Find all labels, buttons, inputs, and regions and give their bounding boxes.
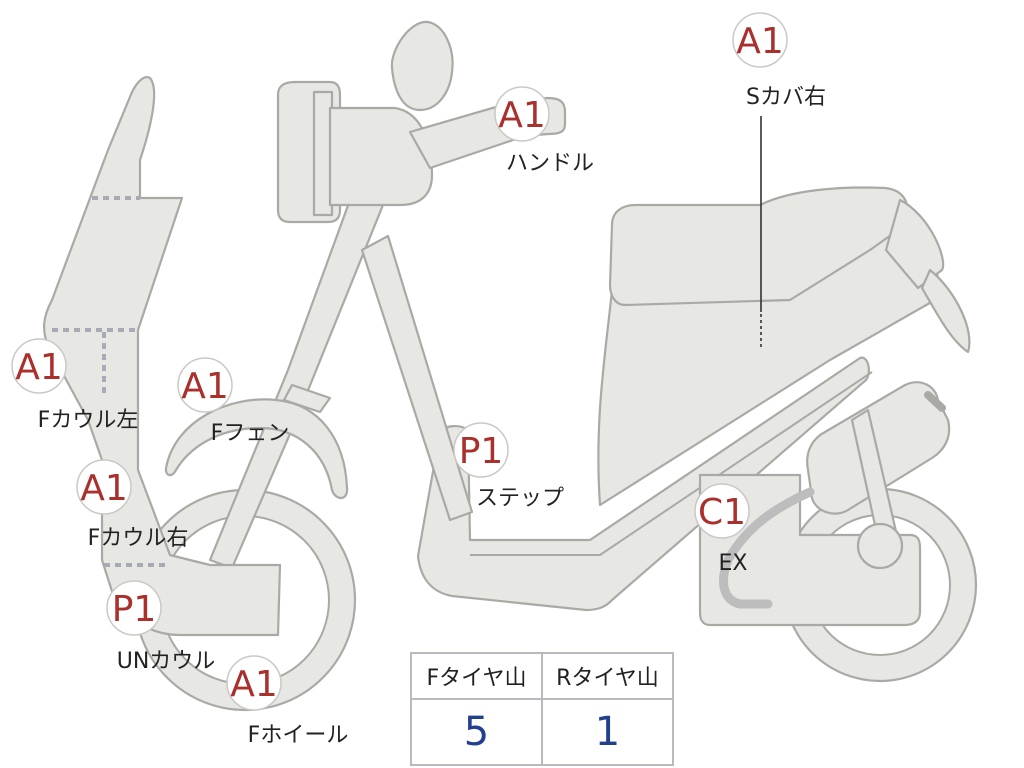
part-badge-under-cowl[interactable]: P1 UNカウル bbox=[106, 580, 216, 674]
handlebar-housing bbox=[328, 106, 434, 207]
lower-frame bbox=[416, 356, 870, 612]
grade-text: P1 bbox=[112, 589, 157, 630]
part-badge-f-cowl-left[interactable]: A1 Fカウル左 bbox=[11, 338, 139, 433]
tail-light bbox=[920, 268, 971, 354]
grade-text: A1 bbox=[736, 21, 784, 62]
rear-shock bbox=[806, 381, 951, 515]
part-label: EX bbox=[719, 551, 748, 576]
part-label: Sカバ右 bbox=[746, 85, 826, 110]
tire-tread-table: Fタイヤ山 Rタイヤ山 5 1 bbox=[410, 652, 674, 766]
grade-text: A1 bbox=[230, 664, 278, 705]
seat bbox=[608, 186, 909, 307]
scooter-illustration bbox=[43, 20, 978, 712]
front-fender bbox=[164, 398, 349, 500]
tire-table-header-row: Fタイヤ山 Rタイヤ山 bbox=[410, 652, 674, 700]
front-tire-value: 5 bbox=[410, 698, 543, 766]
grade-text: P1 bbox=[459, 431, 504, 472]
part-label: Fホイール bbox=[248, 723, 349, 748]
rear-tire-header: Rタイヤ山 bbox=[541, 652, 674, 700]
part-badge-f-fender[interactable]: A1 Fフェン bbox=[177, 357, 290, 446]
part-label: UNカウル bbox=[117, 649, 216, 674]
part-badge-handle[interactable]: A1 ハンドル bbox=[494, 86, 594, 176]
part-label: ステップ bbox=[476, 486, 564, 511]
part-badge-f-wheel[interactable]: A1 Fホイール bbox=[226, 655, 349, 748]
engine-case bbox=[698, 473, 922, 627]
part-badge-step[interactable]: P1 ステップ bbox=[453, 422, 564, 511]
part-label: ハンドル bbox=[506, 151, 594, 176]
grade-text: A1 bbox=[80, 468, 128, 509]
grade-text: A1 bbox=[498, 95, 546, 136]
part-label: Fカウル右 bbox=[88, 526, 189, 551]
part-badge-s-cover-right[interactable]: A1 Sカバ右 bbox=[732, 12, 826, 110]
front-tire-header: Fタイヤ山 bbox=[410, 652, 543, 700]
grade-text: C1 bbox=[698, 492, 746, 533]
part-label: Fカウル左 bbox=[38, 408, 139, 433]
part-badge-exhaust[interactable]: C1 EX bbox=[694, 483, 750, 576]
down-tube bbox=[360, 234, 474, 522]
part-label: Fフェン bbox=[211, 421, 290, 446]
grade-text: A1 bbox=[181, 366, 229, 407]
mirror bbox=[390, 20, 454, 112]
grade-text: A1 bbox=[15, 347, 63, 388]
tire-table-value-row: 5 1 bbox=[410, 698, 674, 766]
part-badge-f-cowl-right[interactable]: A1 Fカウル右 bbox=[76, 459, 189, 551]
exhaust-pipe bbox=[719, 487, 815, 609]
rear-tire-value: 1 bbox=[541, 698, 674, 766]
